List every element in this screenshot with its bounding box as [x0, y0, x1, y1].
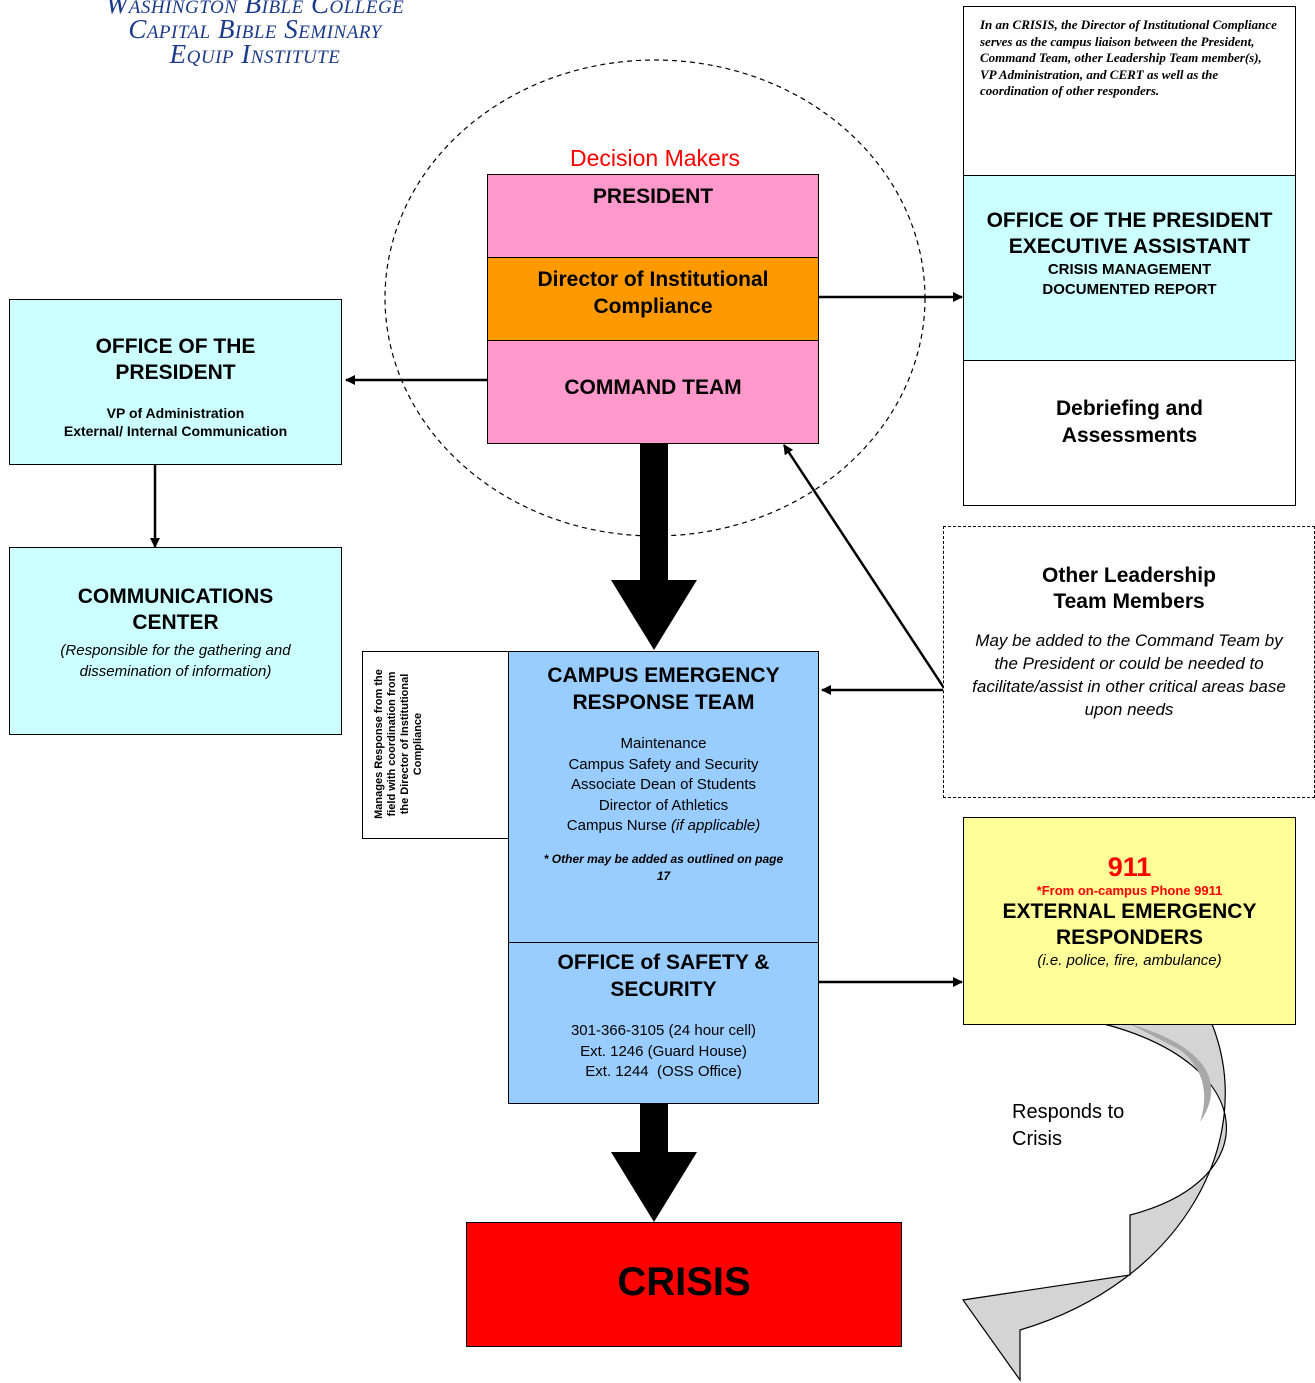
communications-center-title: COMMUNICATIONS CENTER [77, 585, 274, 634]
big-arrow-oss-to-crisis [611, 1104, 697, 1222]
institution-logo: Washington Bible College Capital Bible S… [40, 0, 470, 69]
big-arrow-command-to-cert [611, 444, 697, 650]
cert-members: Maintenance Campus Safety and Security A… [509, 734, 818, 837]
cert-member: Campus Safety and Security [568, 755, 759, 773]
director-box: Director of Institutional Compliance [487, 257, 819, 341]
cert-nurse-note: (if applicable) [671, 817, 761, 834]
cert-member: Director of Athletics [598, 796, 729, 814]
cert-member-nurse: Campus Nurse (if applicable) [509, 816, 818, 837]
cert-nurse-label: Campus Nurse [566, 817, 667, 834]
crisis-liaison-note: In an CRISIS, the Director of Institutio… [963, 6, 1296, 176]
office-president-line2: External/ Internal Communication [63, 423, 288, 439]
external-responders-examples: (i.e. police, fire, ambulance) [1037, 952, 1222, 969]
cert-title: CAMPUS EMERGENCY RESPONSE TEAM [547, 664, 780, 714]
crisis-box: CRISIS [466, 1222, 902, 1347]
communications-center-box: COMMUNICATIONS CENTER (Responsible for t… [9, 547, 342, 735]
office-president-line1: VP of Administration [106, 405, 245, 421]
emergency-number: 911 [1107, 852, 1152, 882]
curved-arrow-responds [961, 1023, 1228, 1382]
oss-phone: Ext. 1246 (Guard House) [580, 1042, 747, 1060]
arrow-leadership-to-command [782, 444, 946, 689]
oss-box: OFFICE of SAFETY & SECURITY 301-366-3105… [508, 942, 819, 1104]
president-label: PRESIDENT [592, 185, 714, 208]
communications-center-desc: (Responsible for the gathering and disse… [60, 642, 291, 680]
crisis-label: CRISIS [617, 1260, 751, 1304]
on-campus-phone-note: *From on-campus Phone 9911 [1036, 883, 1223, 898]
command-team-box: COMMAND TEAM [487, 340, 819, 444]
oss-phone: Ext. 1244 (OSS Office) [585, 1063, 742, 1080]
manages-response-text: Manages Response from the field with coo… [373, 669, 424, 819]
cert-member: Maintenance [620, 735, 707, 752]
other-leadership-title: Other Leadership Team Members [1042, 564, 1216, 613]
office-president-title: OFFICE OF THE PRESIDENT [95, 335, 256, 384]
logo-line-3: Equip Institute [169, 39, 341, 69]
director-label: Director of Institutional Compliance [537, 268, 769, 318]
decision-makers-label: Decision Makers [570, 145, 740, 171]
cert-footnote: * Other may be added as outlined on page… [543, 851, 784, 883]
cert-box: CAMPUS EMERGENCY RESPONSE TEAM Maintenan… [508, 651, 819, 943]
logo-line-1: Washington Bible College [105, 0, 405, 19]
oss-title: OFFICE of SAFETY & SECURITY [557, 951, 770, 1001]
other-leadership-desc: May be added to the Command Team by the … [972, 631, 1286, 719]
debriefing-label: Debriefing and Assessments [1055, 397, 1203, 447]
oss-phones: 301-366-3105 (24 hour cell) Ext. 1246 (G… [509, 1021, 818, 1083]
other-leadership-box: Other Leadership Team Members May be add… [943, 526, 1315, 798]
oss-phone: 301-366-3105 (24 hour cell) [570, 1022, 757, 1039]
exec-assistant-subtitle: CRISIS MANAGEMENT DOCUMENTED REPORT [1042, 261, 1217, 298]
exec-assistant-box: OFFICE OF THE PRESIDENT EXECUTIVE ASSIST… [963, 175, 1296, 361]
exec-assistant-title: OFFICE OF THE PRESIDENT EXECUTIVE ASSIST… [986, 209, 1273, 258]
command-team-label: COMMAND TEAM [564, 376, 742, 399]
crisis-liaison-note-text: In an CRISIS, the Director of Institutio… [980, 17, 1277, 98]
cert-member: Associate Dean of Students [570, 776, 757, 793]
manages-response-box: Manages Response from the field with coo… [362, 651, 510, 839]
responds-to-crisis-label: Responds to Crisis [1012, 1101, 1125, 1150]
office-president-box: OFFICE OF THE PRESIDENT VP of Administra… [9, 299, 342, 465]
president-box: PRESIDENT [487, 174, 819, 258]
debriefing-box: Debriefing and Assessments [963, 360, 1296, 506]
external-responders-box: 911 *From on-campus Phone 9911 EXTERNAL … [963, 817, 1296, 1025]
logo-line-2: Capital Bible Seminary [128, 14, 382, 44]
external-responders-title: EXTERNAL EMERGENCY RESPONDERS [1002, 900, 1257, 949]
